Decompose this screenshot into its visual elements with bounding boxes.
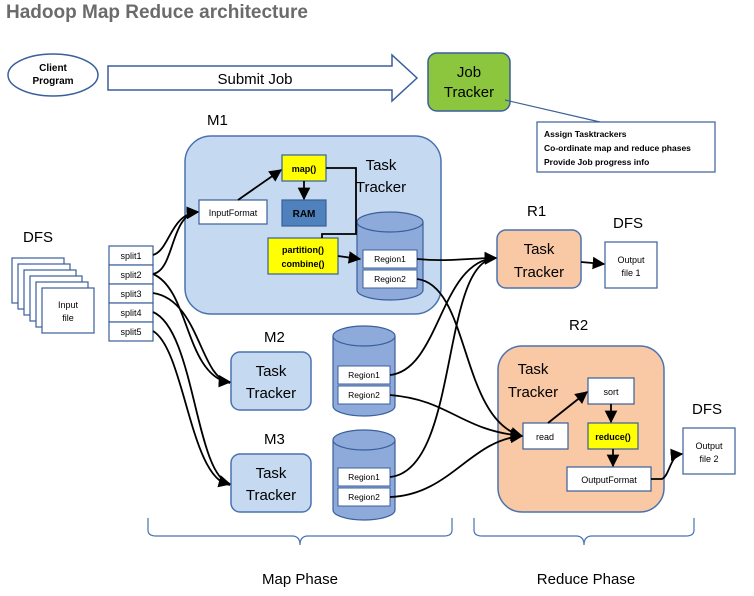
r1-label: R1 — [527, 203, 546, 220]
m1-label: M1 — [207, 112, 228, 129]
submit-job-arrow: Submit Job — [107, 53, 419, 103]
split-label: split2 — [120, 270, 141, 280]
m3-tracker-line1: Task — [256, 465, 287, 482]
dfs-input-label: DFS — [23, 229, 53, 246]
m1-tracker-line1: Task — [366, 157, 397, 174]
client-label-line2: Program — [32, 76, 73, 87]
arrow-m3r2-r2 — [389, 430, 524, 498]
r2-tracker-line1: Task — [518, 361, 549, 378]
arrow-split2-m2 — [152, 273, 231, 384]
reduce-function-box: reduce() — [587, 422, 639, 450]
r2-dfs-label: DFS — [692, 401, 722, 418]
input-file-line2: file — [62, 313, 74, 323]
output-file-1-line2: file 1 — [621, 268, 640, 278]
job-tracker-line1: Job — [457, 64, 481, 81]
arrow-split5-m3 — [152, 330, 231, 486]
split-label: split1 — [120, 251, 141, 261]
job-tracker-line2: Tracker — [444, 84, 494, 101]
arrow-split4-m3 — [152, 311, 232, 488]
r1-tracker-line2: Tracker — [514, 264, 564, 281]
arrow-split2-inputformat — [152, 206, 200, 275]
output-file-1-line1: Output — [617, 255, 645, 265]
m2-task-tracker: Task Tracker — [230, 351, 312, 411]
m1-tracker-line2: Tracker — [356, 179, 406, 196]
split-label: split3 — [120, 289, 141, 299]
m3-region-store: Region1 Region2 — [332, 429, 396, 521]
output-file-1: Output file 1 — [604, 241, 658, 289]
input-file-line1: Input — [58, 300, 79, 310]
m2-tracker-line1: Task — [256, 363, 287, 380]
job-note-3: Provide Job progress info — [544, 157, 649, 167]
output-file-2-line1: Output — [695, 441, 723, 451]
sort-label: sort — [603, 387, 619, 397]
client-program: Client Program — [7, 53, 99, 97]
m3-label: M3 — [264, 431, 285, 448]
split-label: split4 — [120, 308, 141, 318]
split-label: split5 — [120, 327, 141, 337]
split-list: split1 split2 split3 split4 split5 — [108, 245, 154, 342]
m3-task-tracker: Task Tracker — [230, 453, 312, 513]
r2-label: R2 — [569, 317, 588, 334]
sort-box: sort — [587, 377, 635, 405]
output-file-2: Output file 2 — [682, 427, 736, 475]
partition-combine-box: partition() combine() — [267, 237, 339, 275]
read-label: read — [536, 432, 554, 442]
arrow-m1r2-r2 — [416, 278, 524, 440]
arrow-map-partition — [321, 167, 357, 238]
arrow-m2r2-r2 — [389, 394, 524, 442]
map-function-label: map() — [292, 164, 317, 174]
arrow-partition-region — [337, 251, 362, 264]
m1-region2: Region2 — [374, 274, 406, 284]
client-label-line1: Client — [39, 63, 67, 74]
map-phase-label: Map Phase — [262, 571, 338, 588]
arrow-outputformat-file2 — [651, 448, 684, 480]
m1-region-store: Region1 Region2 — [356, 211, 424, 301]
m1-region1: Region1 — [374, 254, 406, 264]
arrow-split3-m2 — [152, 292, 232, 388]
r1-tracker-line1: Task — [524, 241, 555, 258]
m2-tracker-line2: Tracker — [246, 385, 296, 402]
ram-box: RAM — [281, 199, 327, 227]
reduce-phase-brace — [473, 518, 695, 546]
m3-region1: Region1 — [348, 472, 380, 482]
map-function-box: map() — [281, 154, 327, 182]
page-title: Hadoop Map Reduce architecture — [6, 2, 308, 23]
read-box: read — [522, 422, 569, 450]
arrow-read-sort — [547, 391, 588, 424]
r2-tracker-line2: Tracker — [508, 384, 558, 401]
job-tracker: Job Tracker — [427, 52, 511, 112]
input-format-box: InputFormat — [198, 199, 268, 225]
m2-label: M2 — [264, 329, 285, 346]
input-format-label: InputFormat — [209, 208, 258, 218]
r1-task-tracker: Task Tracker — [496, 229, 582, 289]
r1-dfs-label: DFS — [613, 215, 643, 232]
m2-region-store: Region1 Region2 — [332, 325, 396, 417]
combine-label: combine() — [281, 259, 324, 269]
arrow-r1-output1 — [580, 256, 606, 270]
arrow-m2r1-r1 — [389, 252, 498, 376]
connectors — [152, 167, 684, 498]
job-note-1: Assign Tasktrackers — [544, 129, 627, 139]
partition-label: partition() — [282, 245, 324, 255]
reduce-phase-label: Reduce Phase — [537, 571, 635, 588]
m3-tracker-line2: Tracker — [246, 487, 296, 504]
m2-region1: Region1 — [348, 370, 380, 380]
arrow-inputformat-map — [237, 169, 283, 201]
output-format-label: OutputFormat — [581, 475, 637, 485]
output-file-2-line2: file 2 — [699, 454, 718, 464]
job-note-2: Co-ordinate map and reduce phases — [544, 143, 691, 153]
arrow-m3r1-r1 — [389, 252, 498, 478]
input-file-stack: Input file — [11, 257, 95, 334]
m3-region2: Region2 — [348, 492, 380, 502]
reduce-function-label: reduce() — [595, 432, 631, 442]
ram-label: RAM — [293, 209, 316, 220]
map-phase-brace — [147, 518, 453, 546]
job-tracker-callout: Assign Tasktrackers Co-ordinate map and … — [504, 99, 716, 173]
m2-region2: Region2 — [348, 390, 380, 400]
output-format-box: OutputFormat — [566, 466, 652, 492]
submit-job-label: Submit Job — [217, 71, 292, 88]
